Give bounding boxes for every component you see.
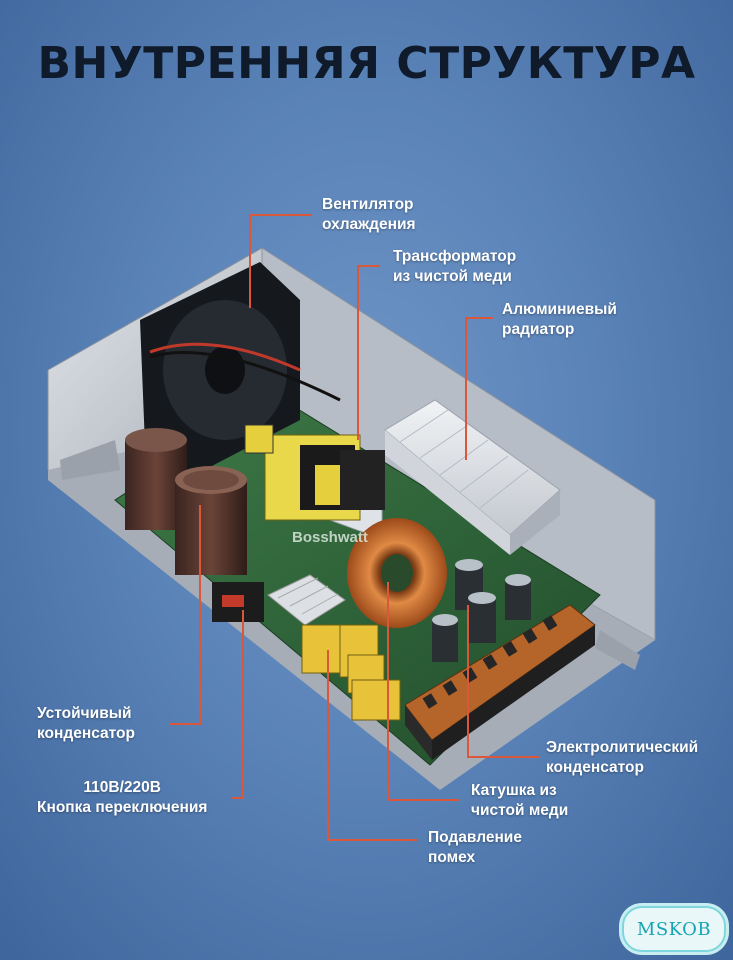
callout-transformer: Трансформатор из чистой меди: [393, 248, 517, 285]
callout-lines: [170, 214, 540, 841]
coil-leader: [387, 582, 460, 801]
voltage-switch: [212, 582, 264, 622]
callout-coil: Катушка из чистой меди: [471, 782, 569, 819]
transformer-leader: [357, 265, 380, 440]
callout-electrolytic: Электролитический конденсатор: [546, 739, 699, 776]
small-heatsink: [267, 574, 346, 626]
capacitor-leader: [170, 505, 201, 725]
radiator-leader: [465, 317, 493, 460]
terminal-block: [404, 604, 596, 760]
watermark-badge: MSKOB: [622, 906, 726, 952]
emi-filter: [301, 624, 401, 721]
fan-leader: [249, 214, 312, 308]
electrolytic-capacitors: [432, 559, 531, 662]
switch-leader: [232, 610, 244, 799]
stable-capacitors: [125, 428, 247, 575]
electrolytic-leader: [467, 605, 540, 758]
page-title: ВНУТРЕННЯЯ СТРУКТУРА: [37, 38, 696, 89]
callout-fan: Вентилятор охлаждения: [322, 196, 416, 233]
emi-leader: [327, 650, 418, 841]
board-brand: Bosshwatt: [292, 529, 368, 546]
callout-emi: Подавление помех: [428, 829, 522, 866]
copper-transformer: [244, 424, 385, 521]
callout-switch: 110В/220В Кнопка переключения: [37, 779, 208, 816]
callout-capacitor: Устойчивый конденсатор: [37, 705, 135, 742]
callout-radiator: Алюминиевый радиатор: [502, 301, 617, 338]
